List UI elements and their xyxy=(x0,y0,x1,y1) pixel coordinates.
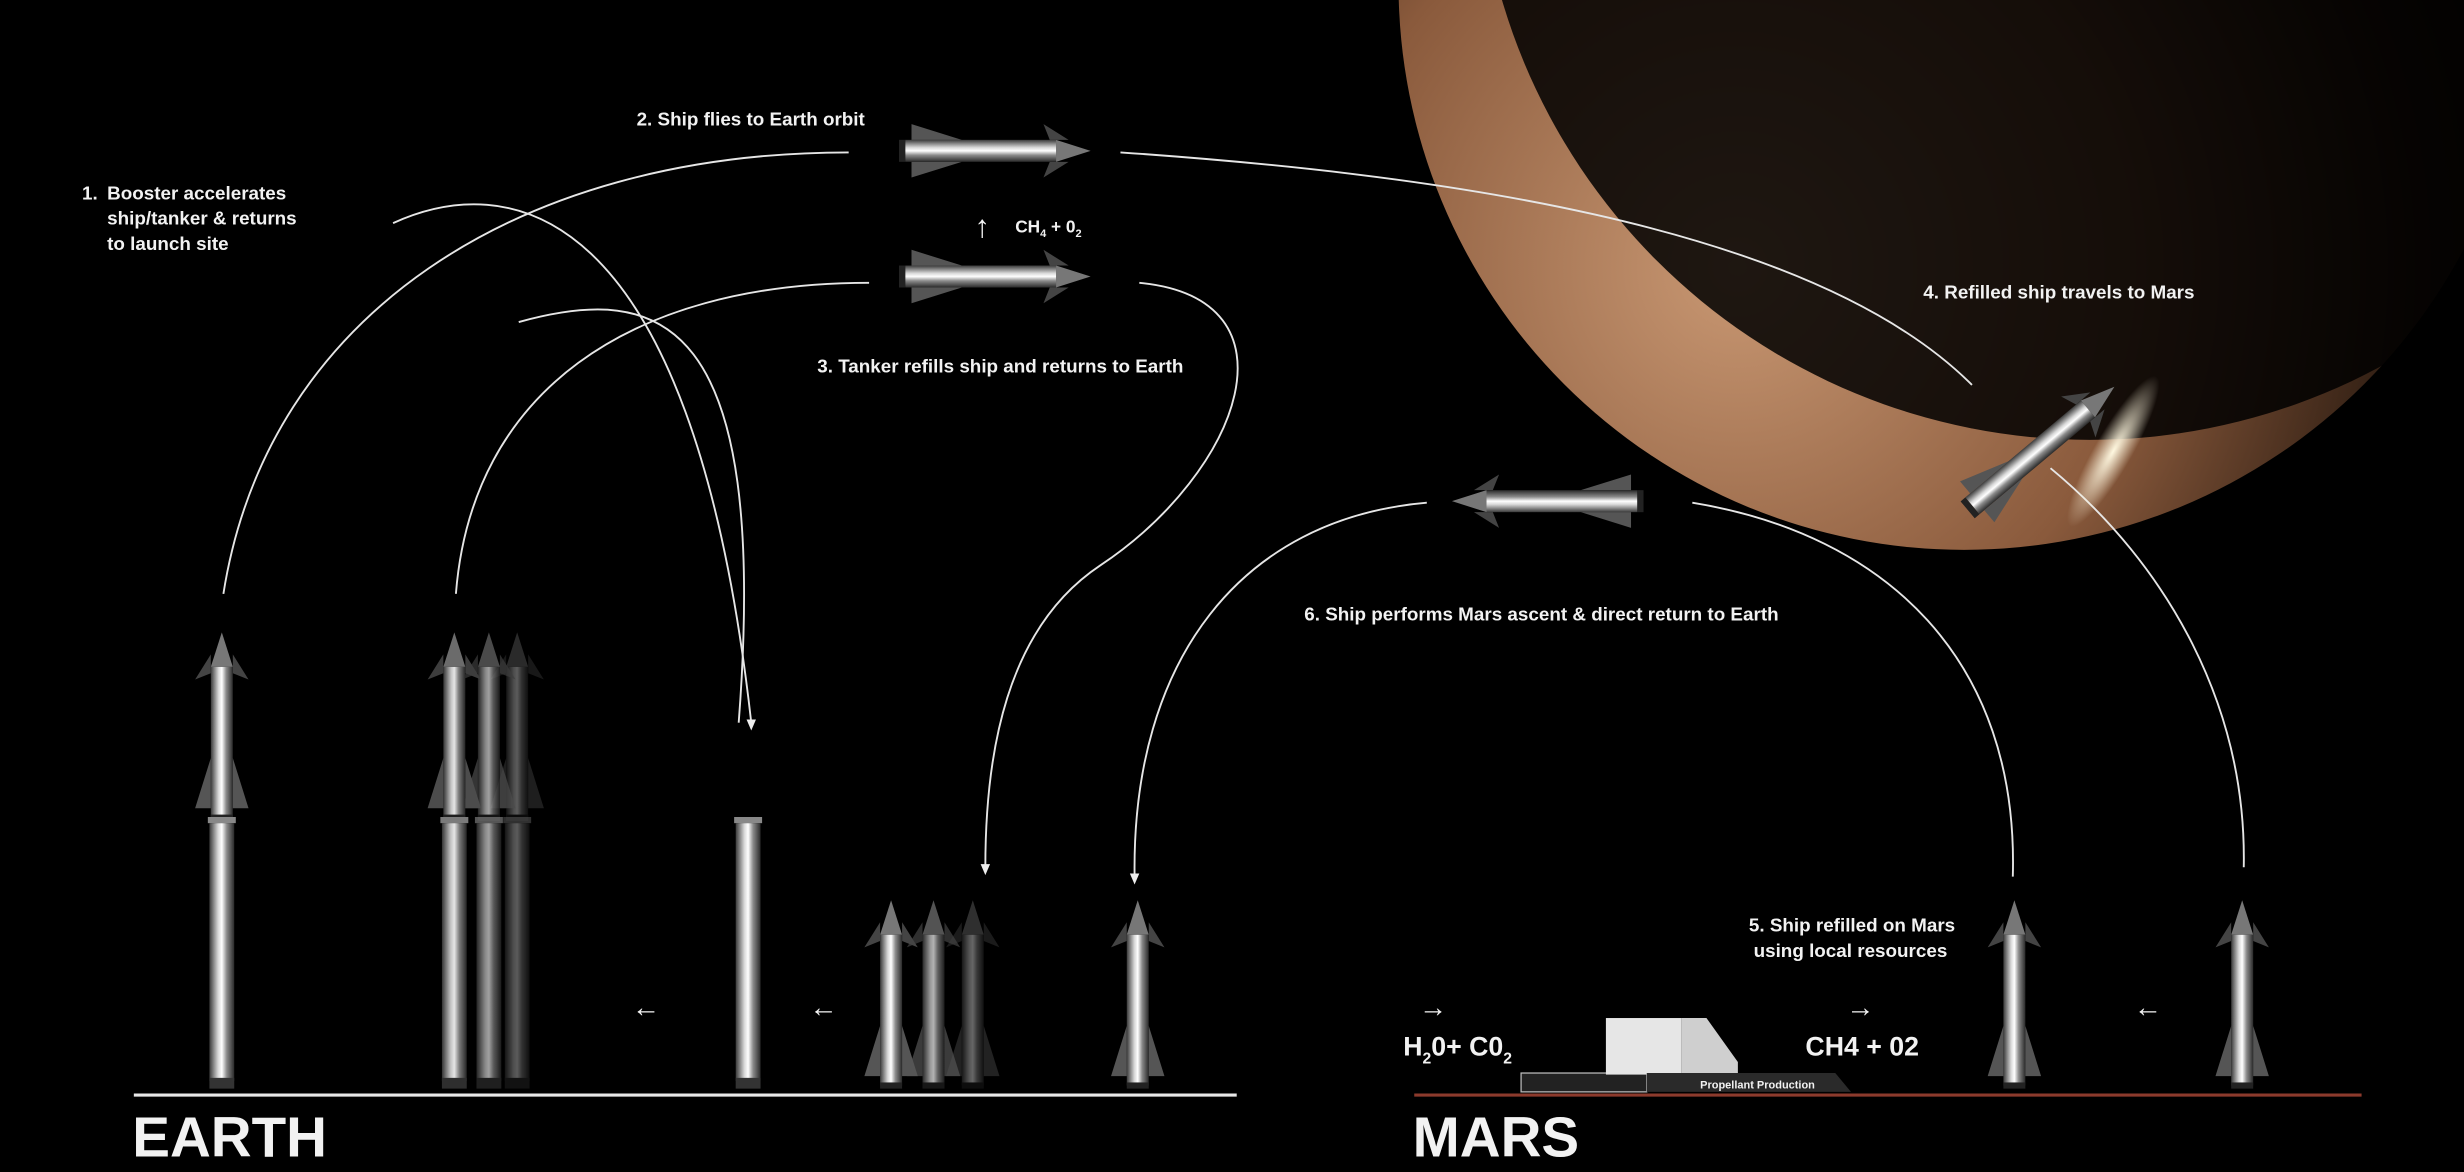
arrowhead-icon xyxy=(1129,873,1140,885)
starship-stack xyxy=(195,632,249,821)
mars-bound-ship xyxy=(1950,366,2160,531)
up-arrow-icon: ↑ xyxy=(974,209,990,244)
arrowhead-icon xyxy=(980,864,991,876)
step5-line1: 5. Ship refilled on Mars xyxy=(1749,915,1955,936)
tanker-ship xyxy=(864,900,918,1089)
ship-ascent-trajectory xyxy=(222,151,849,595)
ship-in-orbit xyxy=(898,124,1091,178)
arrowhead-icon xyxy=(746,719,756,731)
step1-line1: Booster accelerates xyxy=(107,183,286,204)
landed-ship-mars xyxy=(2215,900,2269,1089)
orbit-propellant-formula: CH4 + 02 xyxy=(1015,217,1081,241)
mars-label: MARS xyxy=(1413,1105,1580,1168)
tanker-return-trajectory xyxy=(984,281,1239,868)
step3-label: 3. Tanker refills ship and returns to Ea… xyxy=(817,355,1183,376)
earth-label: EARTH xyxy=(132,1105,327,1168)
mars-transfer-trajectory xyxy=(1120,151,1973,386)
step2-label: 2. Ship flies to Earth orbit xyxy=(637,109,866,130)
booster-return-trajectory-2 xyxy=(518,308,746,723)
refilled-ship-mars xyxy=(1987,900,2042,1089)
mars-output-formula: CH4 + 02 xyxy=(1805,1032,1919,1062)
returning-ship xyxy=(1451,474,1644,528)
left-arrow-icon: ← xyxy=(2134,990,2162,1022)
mars-input-formula: H20+ C02 xyxy=(1403,1032,1512,1068)
earth-vehicles xyxy=(195,632,1165,1089)
right-arrow-icon: → xyxy=(1419,990,1447,1022)
plant-label: Propellant Production xyxy=(1700,1080,1815,1092)
trajectories xyxy=(222,151,2245,885)
step6-label: 6. Ship performs Mars ascent & direct re… xyxy=(1304,604,1778,625)
left-arrow-icon: ← xyxy=(809,990,837,1022)
returned-ship xyxy=(1111,900,1165,1089)
step1-line3: to launch site xyxy=(107,233,228,254)
booster-return-trajectory xyxy=(392,203,753,723)
tanker-ascent-trajectory xyxy=(454,281,870,594)
mars-landing-trajectory xyxy=(2049,467,2245,868)
mars-ascent-trajectory xyxy=(1692,501,2014,877)
starship-stack-group xyxy=(427,632,544,1089)
step4-label: 4. Refilled ship travels to Mars xyxy=(1923,281,2194,302)
mars-planet xyxy=(1398,0,2464,550)
step5-line2: using local resources xyxy=(1754,940,1948,961)
left-arrow-icon: ← xyxy=(632,990,660,1022)
step1-number: 1. xyxy=(82,183,98,204)
earth-return-trajectory xyxy=(1133,501,1427,877)
tanker-in-orbit xyxy=(898,249,1091,304)
right-arrow-icon: → xyxy=(1846,990,1874,1022)
returned-booster xyxy=(734,816,763,1089)
step1-line2: ship/tanker & returns xyxy=(107,208,297,229)
propellant-plant: Propellant Production xyxy=(1520,1018,1851,1093)
